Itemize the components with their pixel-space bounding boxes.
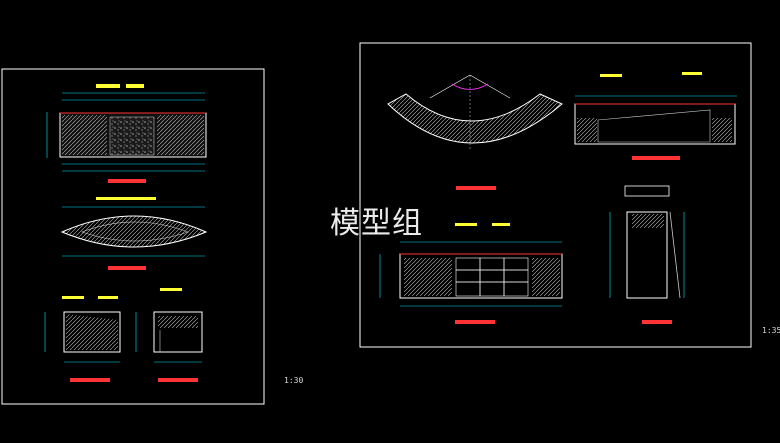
- right-curved-plan: [387, 74, 563, 190]
- left-sheet-frame: [1, 68, 265, 405]
- right-front-elevation: [379, 223, 563, 324]
- left-section-b: [135, 288, 203, 382]
- left-plan-view: [60, 197, 208, 270]
- right-sheet-frame: [359, 42, 752, 348]
- left-front-elevation: [46, 84, 207, 183]
- scale-label-right: 1:35: [762, 326, 780, 335]
- right-small-section: [609, 185, 685, 324]
- watermark-text: 模型组: [330, 206, 423, 241]
- right-side-elevation: [574, 72, 737, 160]
- scale-label-left: 1:30: [284, 376, 304, 385]
- left-section-a: [44, 296, 121, 382]
